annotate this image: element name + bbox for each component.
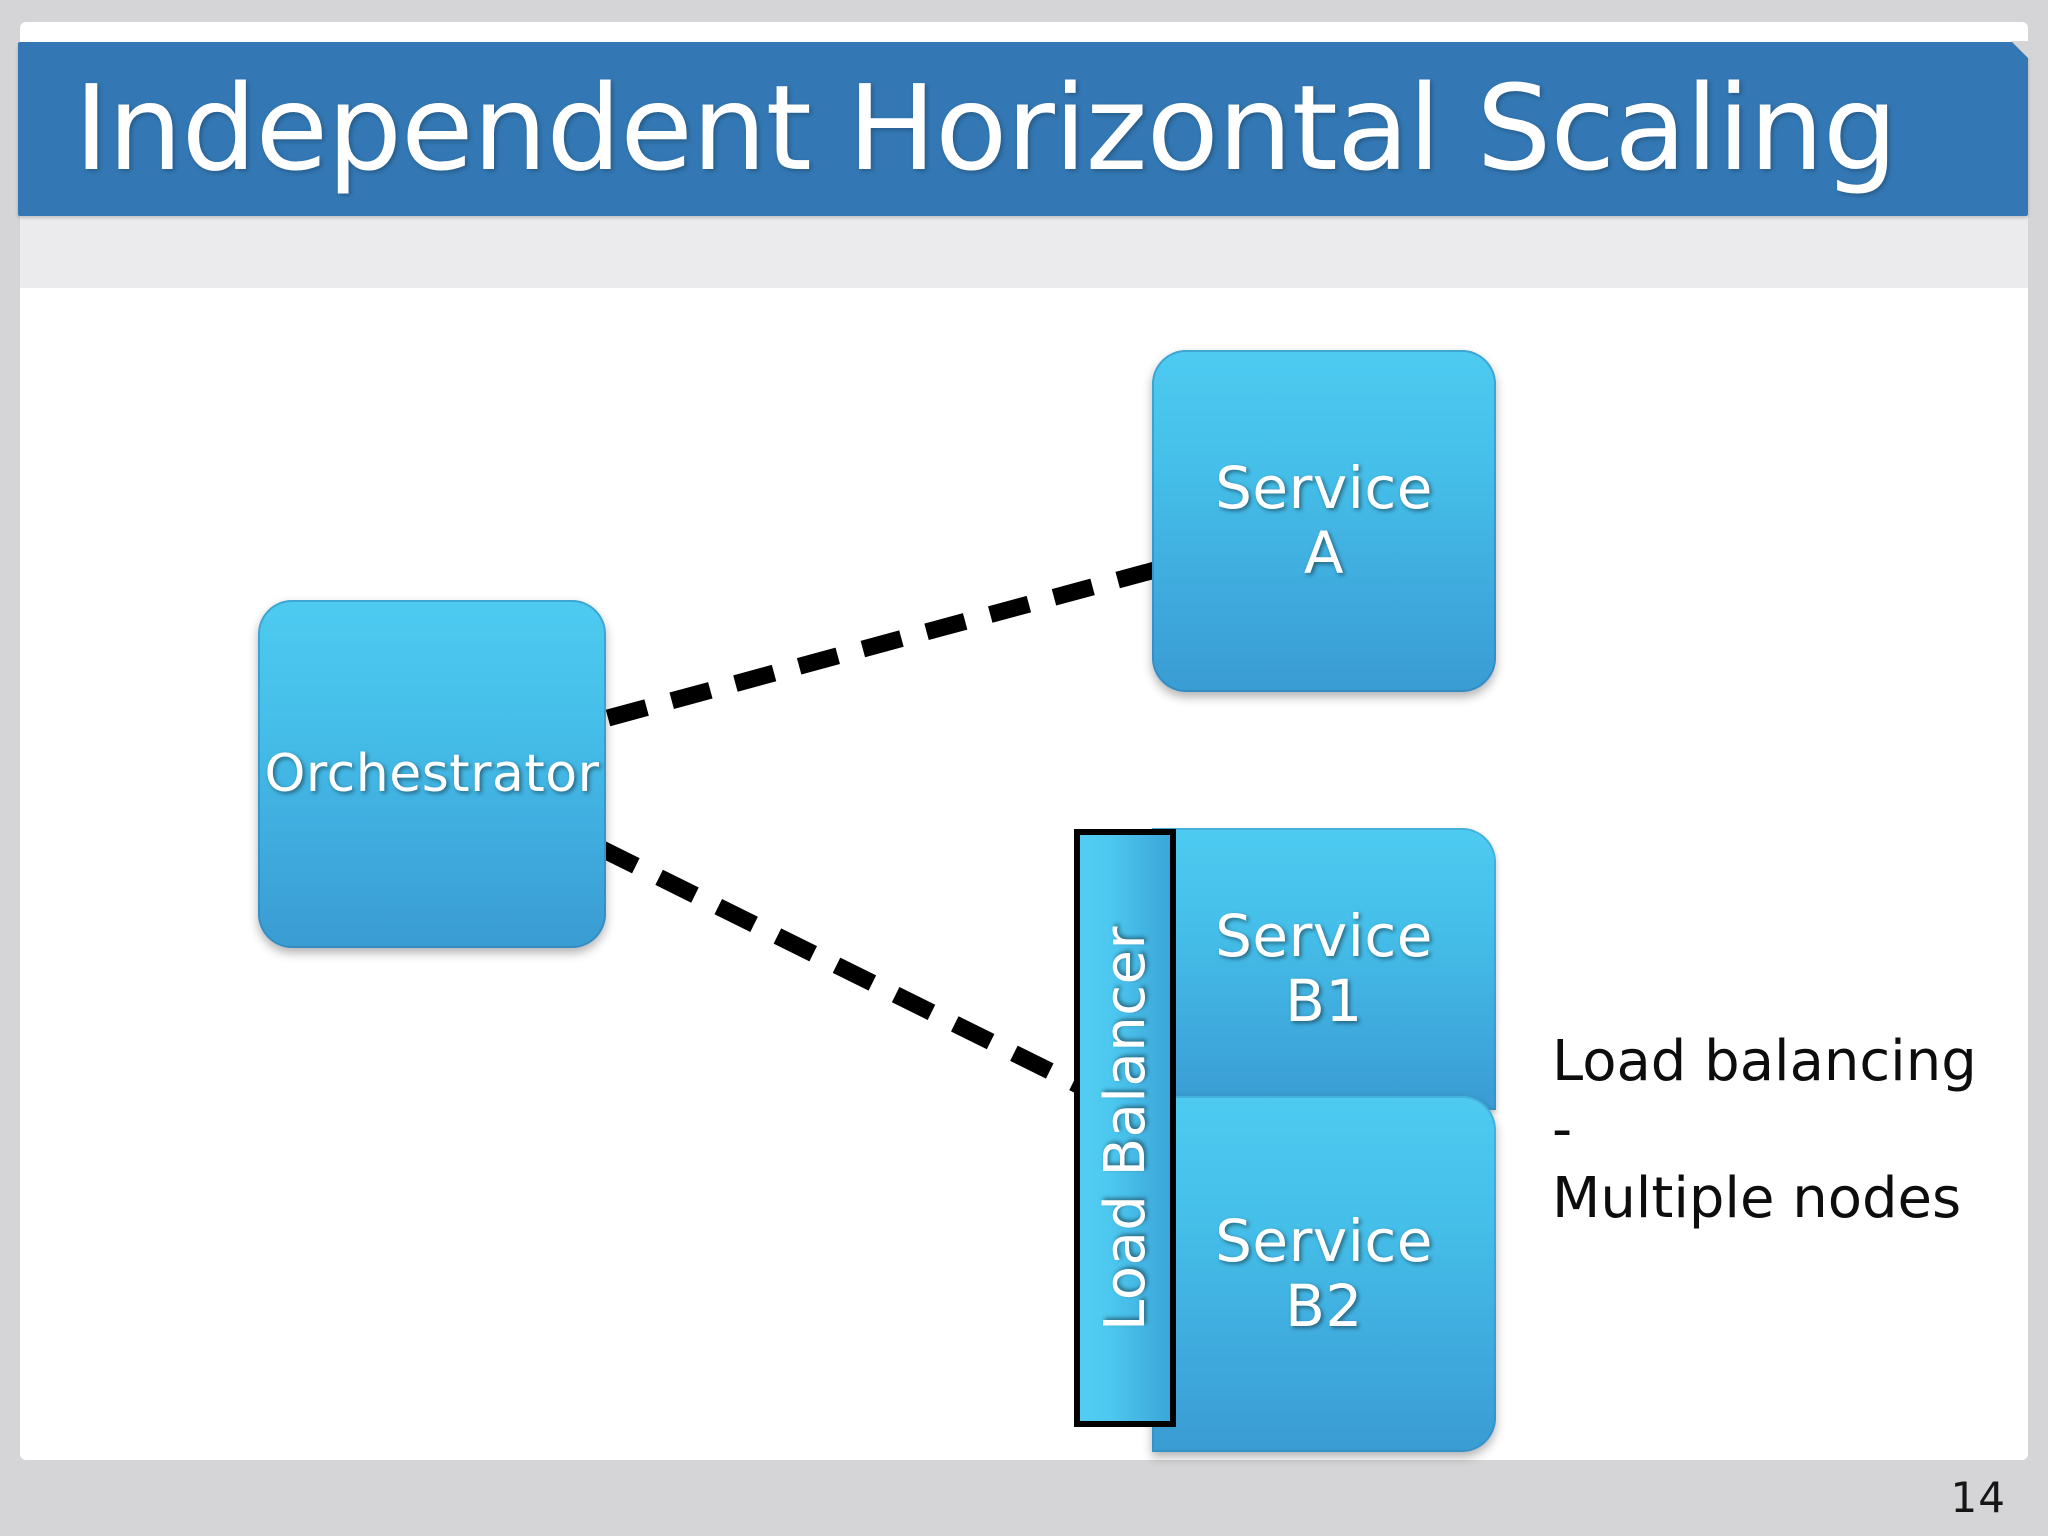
annotation-line-2: - xyxy=(1552,1097,1573,1163)
page-number: 14 xyxy=(1950,1473,2006,1522)
node-orchestrator[interactable]: Orchestrator xyxy=(258,600,606,948)
annotation-line-1: Load balancing xyxy=(1552,1029,1977,1094)
slide-title-bar: Independent Horizontal Scaling xyxy=(18,41,2029,216)
node-service-a-label: Service A xyxy=(1215,454,1433,587)
node-load-balancer-label: Load Balancer xyxy=(1092,925,1158,1331)
node-service-b1[interactable]: Service B1 xyxy=(1152,828,1496,1110)
node-orchestrator-label: Orchestrator xyxy=(264,743,600,804)
node-service-b1-label: Service B1 xyxy=(1215,902,1433,1035)
node-load-balancer[interactable]: Load Balancer xyxy=(1074,829,1176,1427)
annotation-line-3: Multiple nodes xyxy=(1552,1165,1962,1231)
title-underband xyxy=(20,216,2028,288)
node-service-a[interactable]: Service A xyxy=(1152,350,1496,692)
page-title: Independent Horizontal Scaling xyxy=(74,59,1898,198)
node-service-b2-label: Service B2 xyxy=(1215,1207,1433,1340)
annotation-load-balancing: Load balancing - Multiple nodes xyxy=(1552,1028,1992,1233)
node-service-b2[interactable]: Service B2 xyxy=(1152,1096,1496,1452)
